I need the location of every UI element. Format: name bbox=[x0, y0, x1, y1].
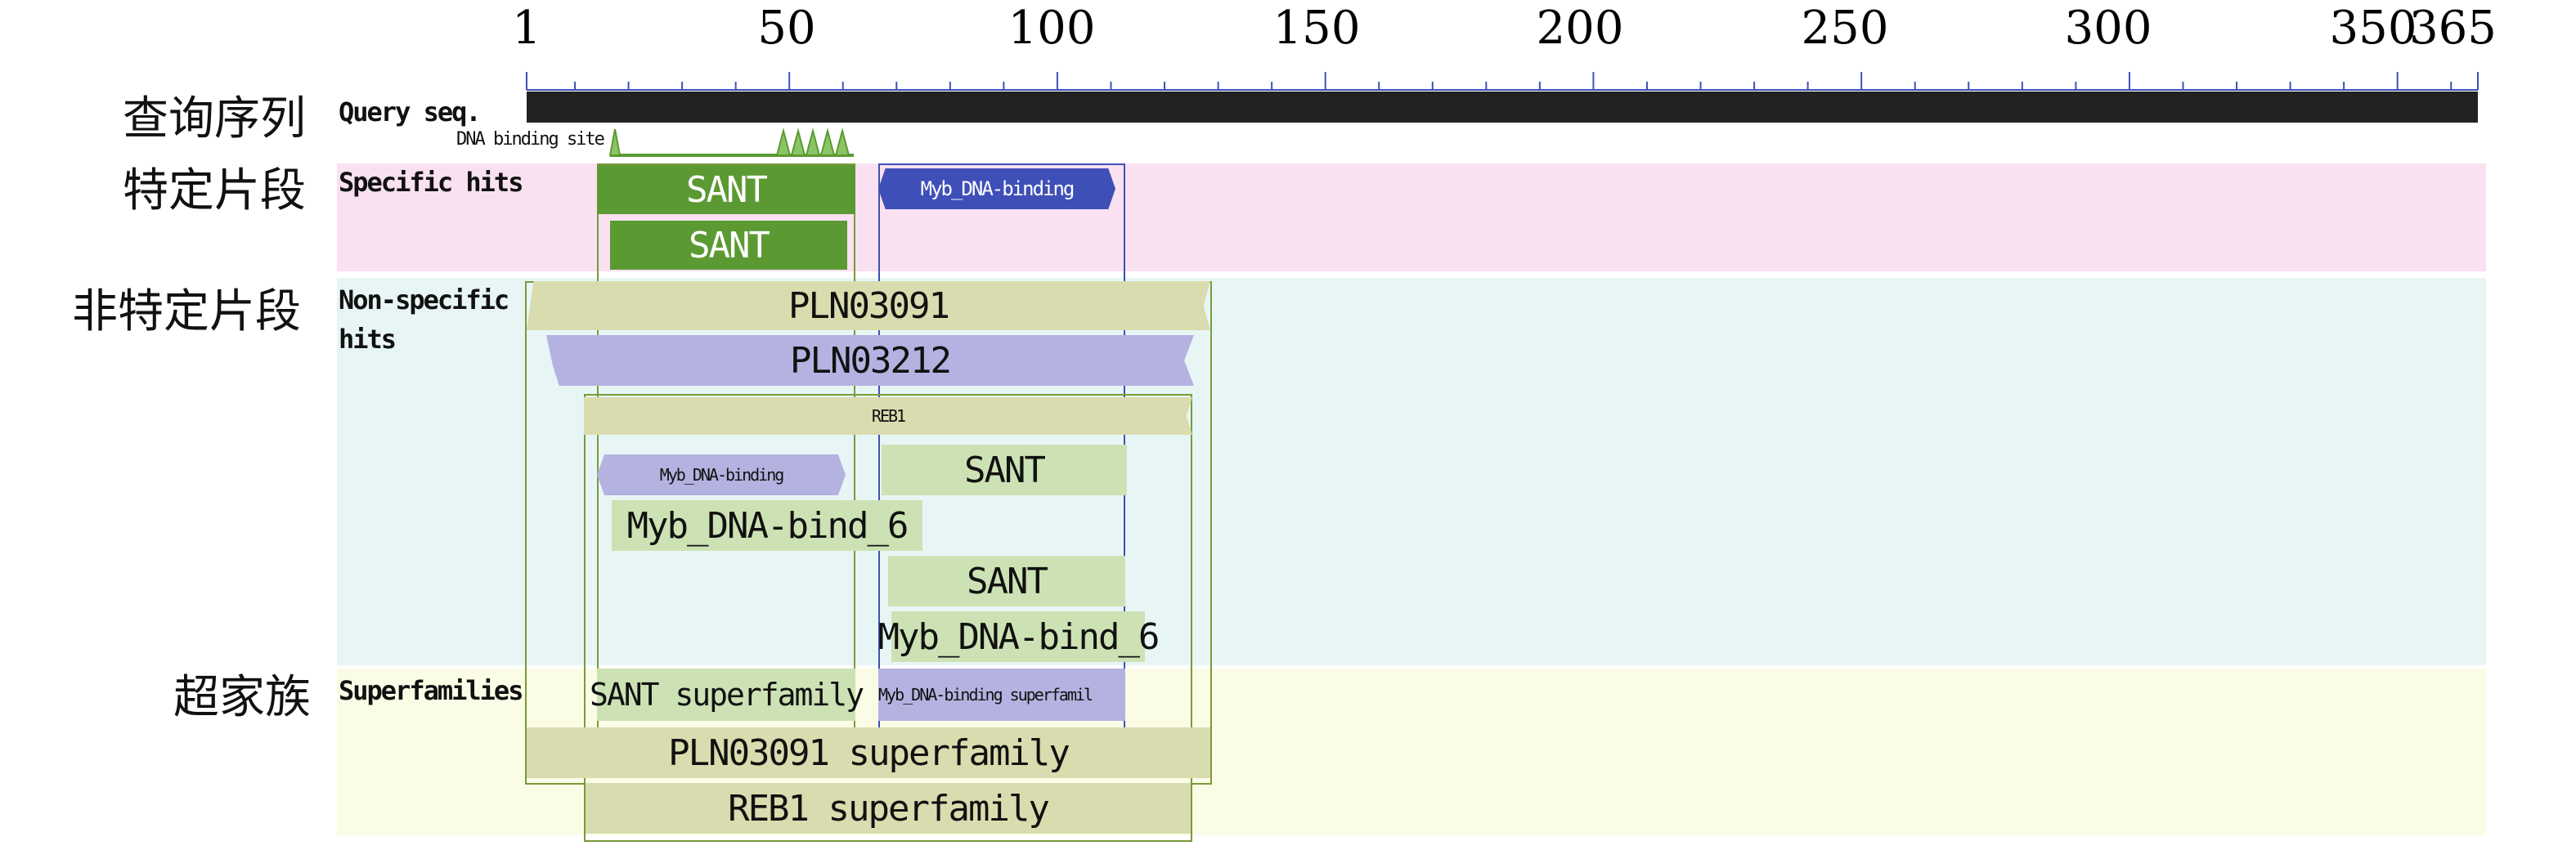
superfamily-reb1[interactable]: REB1 superfamily bbox=[586, 783, 1191, 834]
nonspecific-hit-pln03091[interactable]: PLN03091 bbox=[527, 281, 1210, 330]
nonspecific-hit-myb-dna-bind-6-2[interactable]: Myb_DNA-bind_6 bbox=[878, 611, 1160, 662]
nonspecific-hit-pln03212[interactable]: PLN03212 bbox=[546, 335, 1194, 386]
specific-hit-sant-1[interactable]: SANT bbox=[597, 165, 855, 214]
query-sequence-bar bbox=[527, 92, 2478, 123]
nonspecific-hit-reb1[interactable]: REB1 bbox=[584, 397, 1192, 435]
sequence-ruler bbox=[526, 72, 2479, 157]
specific-row-label-zh: 特定片段 bbox=[123, 164, 306, 217]
nonspecific-row-label-zh: 非特定片段 bbox=[72, 285, 301, 338]
ruler-ticks bbox=[526, 72, 2479, 90]
superfamily-sant[interactable]: SANT superfamily bbox=[590, 669, 864, 721]
superfamilies-row-label-zh: 超家族 bbox=[173, 671, 311, 724]
specific-row-label-en: Specific hits bbox=[339, 167, 523, 198]
axis-tick-label: 300 bbox=[2064, 2, 2152, 55]
reb1-group-outline bbox=[584, 394, 1192, 842]
query-row-label-en: Query seq. bbox=[339, 96, 482, 128]
axis-tick-label: 250 bbox=[1801, 2, 1889, 55]
axis-tick-label: 365 bbox=[2409, 2, 2497, 55]
axis-tick-label: 150 bbox=[1272, 2, 1361, 55]
axis-tick-label: 200 bbox=[1536, 2, 1624, 55]
superfamily-pln03091[interactable]: PLN03091 superfamily bbox=[527, 727, 1210, 778]
dna-binding-site-marks bbox=[608, 128, 854, 157]
nonspecific-hit-sant-2[interactable]: SANT bbox=[888, 556, 1125, 606]
nonspecific-row-label-en-line1: Non-specific bbox=[339, 284, 509, 315]
nonspecific-row-label-en-line2: hits bbox=[339, 324, 397, 355]
axis-tick-label: 50 bbox=[757, 2, 816, 55]
nonspecific-hit-sant-1[interactable]: SANT bbox=[882, 445, 1127, 495]
axis-tick-label: 350 bbox=[2329, 2, 2417, 55]
axis-tick-label: 100 bbox=[1008, 2, 1096, 55]
dna-binding-site-label: DNA binding site bbox=[456, 129, 605, 150]
nonspecific-hit-myb-dna-binding[interactable]: Myb_DNA-binding bbox=[597, 454, 846, 495]
nonspecific-hit-myb-dna-bind-6-1[interactable]: Myb_DNA-bind_6 bbox=[612, 500, 922, 551]
query-row-label-zh: 查询序列 bbox=[123, 92, 306, 145]
specific-hit-myb-dna-binding[interactable]: Myb_DNA-binding bbox=[878, 168, 1115, 209]
superfamilies-row-label-en: Superfamilies bbox=[339, 675, 523, 706]
superfamily-myb-dna-binding[interactable]: Myb_DNA-binding superfamil bbox=[878, 669, 1125, 721]
axis-tick-label: 1 bbox=[512, 2, 541, 55]
specific-hit-sant-2[interactable]: SANT bbox=[610, 221, 847, 270]
